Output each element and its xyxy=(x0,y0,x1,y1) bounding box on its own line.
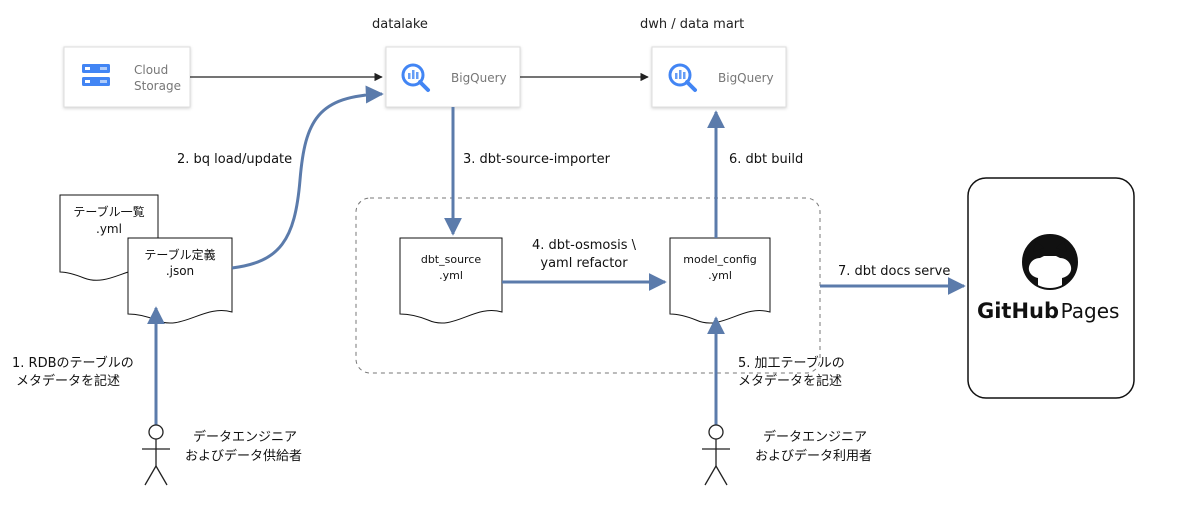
table-list-doc-title: テーブル一覧 xyxy=(73,204,144,219)
github-brand-text: GitHub xyxy=(977,299,1059,323)
table-def-doc-ext: .json xyxy=(166,264,194,278)
bigquery-dwh-node[interactable]: BigQuery xyxy=(651,46,787,108)
step3-label: 3. dbt-source-importer xyxy=(463,152,611,167)
bigquery-datalake-label: BigQuery xyxy=(451,71,507,85)
actor-consumer-line1: データエンジニア xyxy=(763,429,867,445)
arrow-step2-bq-load xyxy=(231,85,384,270)
step4-label-line2: yaml refactor xyxy=(540,256,628,271)
table-def-json-doc[interactable]: テーブル定義 .json xyxy=(127,237,233,324)
zone-label-datalake: datalake xyxy=(372,17,428,32)
stick-figure-icon xyxy=(702,424,730,486)
step5-label-line2: メタデータを記述 xyxy=(738,373,842,389)
github-pages-suffix-text: Pages xyxy=(1061,299,1120,323)
table-def-doc-title: テーブル定義 xyxy=(144,247,215,262)
actor-provider-line1: データエンジニア xyxy=(193,429,297,445)
dbt-source-doc-ext: .yml xyxy=(439,269,463,282)
dbt-source-doc-title: dbt_source xyxy=(421,253,482,266)
step1-label-line1: 1. RDBのテーブルの xyxy=(12,355,134,371)
model-config-yml-doc[interactable]: model_config .yml xyxy=(669,237,771,324)
bigquery-icon xyxy=(401,63,430,92)
model-config-doc-title: model_config xyxy=(683,253,756,266)
actor-consumer-line2: およびデータ利用者 xyxy=(755,448,872,464)
dbt-source-yml-doc[interactable]: dbt_source .yml xyxy=(399,237,503,324)
cloud-storage-node[interactable]: Cloud Storage xyxy=(63,46,191,108)
step5-label-line1: 5. 加工テーブルの xyxy=(738,355,845,371)
zone-label-dwh: dwh / data mart xyxy=(640,17,744,32)
github-pages-node[interactable]: GitHub Pages xyxy=(967,177,1135,399)
actor-data-consumer: データエンジニア およびデータ利用者 xyxy=(702,424,872,486)
cloud-storage-icon xyxy=(82,64,110,86)
bigquery-datalake-node[interactable]: BigQuery xyxy=(385,46,521,108)
cloud-storage-label-line2: Storage xyxy=(134,79,181,93)
stick-figure-icon xyxy=(142,424,170,486)
table-list-doc-ext: .yml xyxy=(96,222,122,236)
step4-label-line1: 4. dbt-osmosis \ xyxy=(532,238,637,253)
github-octocat-icon xyxy=(1022,234,1078,290)
step7-label: 7. dbt docs serve xyxy=(838,264,950,279)
actor-provider-line2: およびデータ供給者 xyxy=(185,448,302,464)
step2-label: 2. bq load/update xyxy=(177,152,292,167)
step6-label: 6. dbt build xyxy=(729,152,803,167)
bigquery-icon xyxy=(668,63,697,92)
model-config-doc-ext: .yml xyxy=(708,269,732,282)
actor-data-provider: データエンジニア およびデータ供給者 xyxy=(142,424,302,486)
cloud-storage-label-line1: Cloud xyxy=(134,63,168,77)
bigquery-dwh-label: BigQuery xyxy=(718,71,774,85)
step1-label-line2: メタデータを記述 xyxy=(16,373,120,389)
